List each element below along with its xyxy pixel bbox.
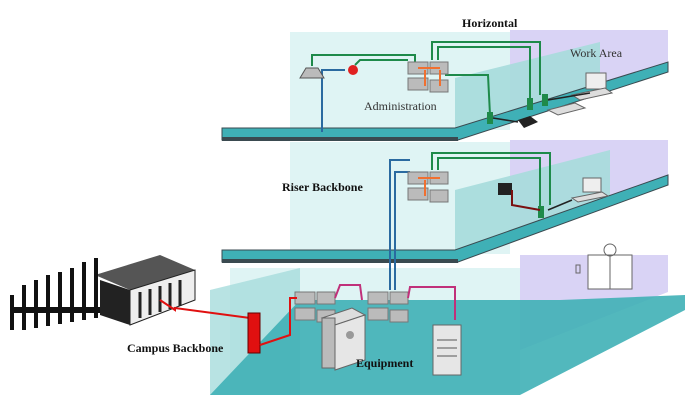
equipment-cable-2	[407, 286, 456, 320]
campus-backbone-cable-2	[259, 297, 297, 346]
computer-icon	[570, 177, 610, 203]
work-area-cable	[547, 199, 573, 211]
label-horizontal: Horizontal	[462, 16, 518, 30]
horizontal-cable-3	[445, 74, 491, 116]
label-riser-backbone: Riser Backbone	[282, 180, 363, 194]
riser-cable-3	[394, 171, 410, 290]
patch-panel-floor2	[407, 171, 449, 203]
outlet-icon	[542, 94, 548, 106]
floor-top-edge	[222, 137, 458, 141]
campus-building-icon	[10, 255, 196, 330]
work-area-cable	[492, 117, 519, 123]
server-cabinet-icon	[320, 307, 367, 371]
alarm-bell-icon	[348, 65, 358, 75]
outlet-icon	[527, 98, 533, 110]
patch-panel-admin	[407, 61, 449, 93]
printer-icon	[546, 102, 587, 116]
horizontal-cable-1	[431, 41, 541, 95]
wall-cabinet-icon	[575, 243, 633, 290]
phone-icon	[518, 116, 538, 128]
work-area-cable	[511, 190, 541, 211]
riser-cable	[321, 69, 345, 132]
fax-icon	[498, 183, 512, 195]
label-work-area: Work Area	[570, 46, 623, 60]
floor-mid-edge	[222, 259, 458, 263]
riser-cable-2	[389, 159, 410, 290]
work-area-cable	[547, 92, 591, 101]
outlet-icon	[538, 206, 544, 218]
partition-wall-top	[455, 42, 600, 130]
horizontal-cable-alarm	[354, 59, 408, 66]
horizontal-cable-2	[437, 46, 531, 100]
patch-panel-equipment-2	[367, 291, 409, 323]
campus-backbone-cable	[159, 299, 251, 319]
horizontal-cable-mid-2	[437, 157, 541, 210]
server-tower-icon	[432, 324, 462, 376]
equipment-cable	[334, 284, 363, 301]
outlet-icon	[487, 112, 493, 124]
horizontal-cable-mid-1	[431, 152, 551, 205]
horizontal-cable-speaker	[311, 54, 416, 66]
computer-icon	[570, 72, 614, 101]
partition-wall-mid	[455, 150, 610, 250]
label-campus-backbone: Campus Backbone	[127, 341, 224, 355]
label-equipment: Equipment	[356, 356, 413, 370]
campus-entrance-panel	[247, 312, 261, 354]
label-administration: Administration	[364, 99, 437, 113]
speaker-icon	[299, 67, 325, 79]
